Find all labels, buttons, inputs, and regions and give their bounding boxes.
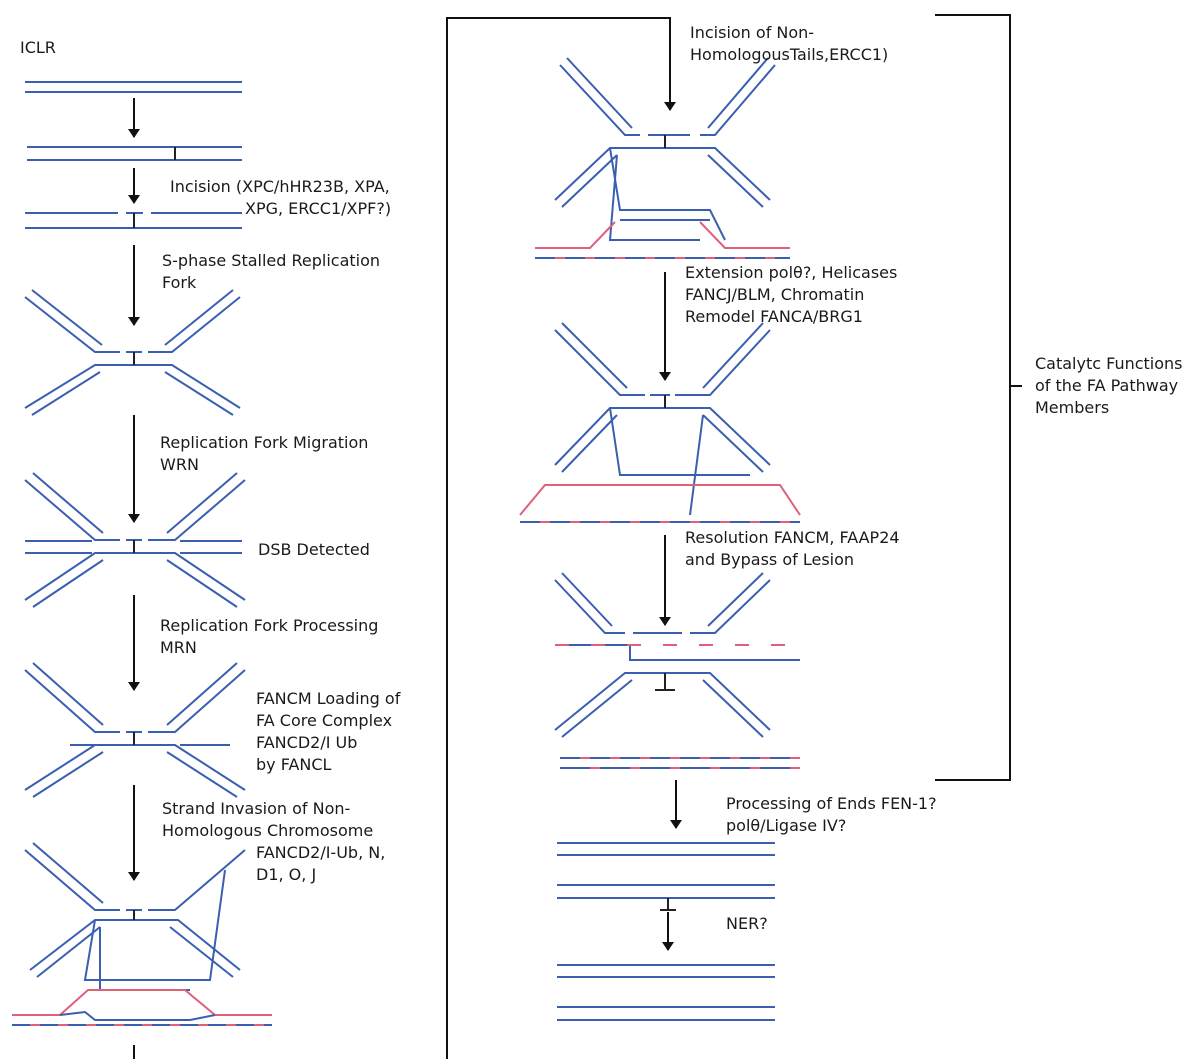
label-loading-line1: FANCM Loading of	[256, 689, 401, 708]
label-catalytic-line3: Members	[1035, 398, 1110, 417]
label-migration-line1: Replication Fork Migration	[160, 433, 369, 452]
label-ner: NER?	[726, 914, 768, 933]
label-migration-line2: WRN	[160, 455, 199, 474]
label-processing-line2: MRN	[160, 638, 197, 657]
stalled-fork	[24, 289, 241, 416]
label-iclr: ICLR	[20, 38, 56, 57]
invading-chromosome	[12, 989, 272, 1026]
label-extension-line1: Extension polθ?, Helicases	[685, 263, 898, 282]
label-ends-line2: polθ/Ligase IV?	[726, 816, 847, 835]
label-stalled-line1: S-phase Stalled Replication	[162, 251, 381, 270]
tail-incision-structure	[535, 57, 790, 259]
label-extension-line2: FANCJ/BLM, Chromatin	[685, 285, 865, 304]
label-invasion-line1: Strand Invasion of Non-	[162, 799, 351, 818]
label-invasion-line2: Homologous Chromosome	[162, 821, 374, 840]
repaired-duplex	[557, 964, 775, 1021]
label-loading-line4: by FANCL	[256, 755, 332, 774]
dna-crosslinked	[27, 146, 242, 161]
processed-fork	[24, 662, 246, 798]
resolution-structure	[554, 572, 800, 769]
label-incision-line1: Incision (XPC/hHR23B, XPA,	[170, 177, 390, 196]
left-column-dna	[12, 81, 272, 1026]
migrated-fork	[24, 472, 246, 608]
label-tails-line1: Incision of Non-	[690, 23, 815, 42]
flow-arrows	[128, 14, 1022, 1059]
label-resolution-line2: and Bypass of Lesion	[685, 550, 855, 569]
dna-incised	[25, 212, 242, 229]
label-stalled-line2: Fork	[162, 273, 197, 292]
right-column-dna	[519, 57, 801, 1021]
extension-structure	[519, 322, 801, 523]
dna-intact	[25, 81, 242, 93]
label-catalytic-line2: of the FA Pathway	[1035, 376, 1179, 395]
label-loading-line3: FANCD2/I Ub	[256, 733, 358, 752]
label-dsb: DSB Detected	[258, 540, 370, 559]
label-ends-line1: Processing of Ends FEN-1?	[726, 794, 937, 813]
label-tails-line2: HomologousTails,ERCC1)	[690, 45, 889, 64]
label-extension-line3: Remodel FANCA/BRG1	[685, 307, 863, 326]
label-incision-line2: XPG, ERCC1/XPF?)	[245, 199, 392, 218]
label-catalytic-line1: Catalytc Functions	[1035, 354, 1183, 373]
label-resolution-line1: Resolution FANCM, FAAP24	[685, 528, 900, 547]
label-processing-line1: Replication Fork Processing	[160, 616, 379, 635]
processed-ends	[557, 842, 775, 911]
label-invasion-line4: D1, O, J	[256, 865, 317, 884]
label-invasion-line3: FANCD2/I-Ub, N,	[256, 843, 386, 862]
label-loading-line2: FA Core Complex	[256, 711, 393, 730]
